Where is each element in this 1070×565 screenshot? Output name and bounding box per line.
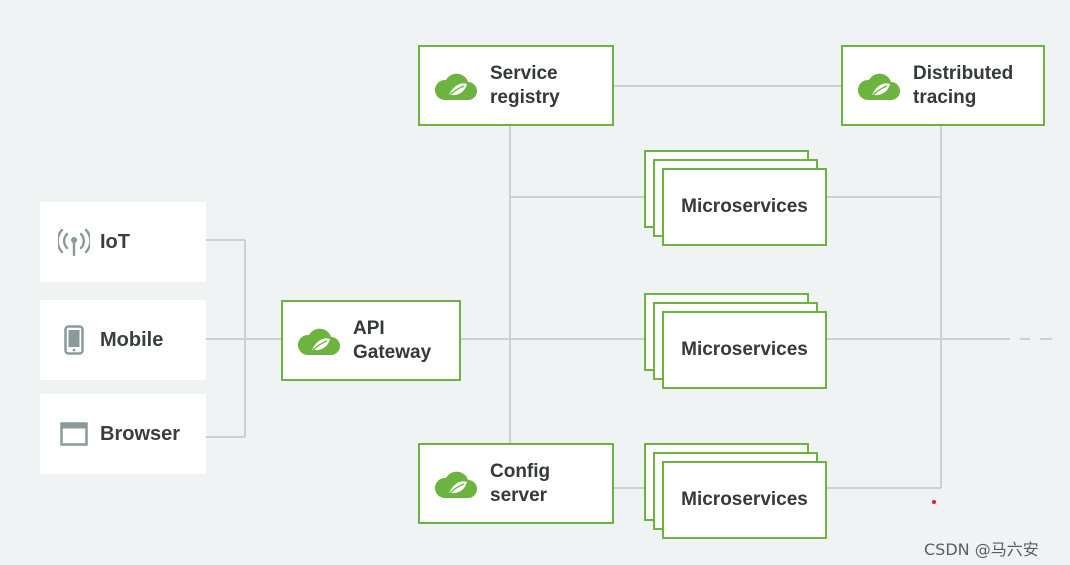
api-gateway-label: API Gateway (353, 317, 432, 363)
spring-cloud-icon (434, 468, 478, 500)
service-registry-label: Service registry (490, 62, 560, 108)
microservices-stack-middle: Microservices (644, 293, 829, 391)
client-iot: IoT (40, 202, 206, 282)
microservices-label: Microservices (681, 339, 808, 360)
spring-cloud-icon (434, 70, 478, 102)
red-dot-marker (932, 500, 936, 504)
spring-cloud-icon (297, 325, 341, 357)
service-registry-box: Service registry (418, 45, 614, 126)
watermark: CSDN @马六安 (924, 540, 1039, 559)
microservices-stack-bottom: Microservices (644, 443, 829, 541)
microservices-label: Microservices (681, 489, 808, 510)
antenna-icon (58, 226, 90, 258)
client-label-iot: IoT (100, 230, 130, 253)
spring-cloud-icon (857, 70, 901, 102)
api-gateway-box: API Gateway (281, 300, 461, 381)
microservices-stack-top: Microservices (644, 150, 829, 248)
mobile-phone-icon (58, 324, 90, 356)
browser-window-icon (58, 418, 90, 450)
distributed-tracing-label: Distributed tracing (913, 62, 1014, 108)
client-label-mobile: Mobile (100, 328, 164, 351)
microservices-label: Microservices (681, 196, 808, 217)
microservice-card-front: Microservices (662, 168, 827, 246)
client-mobile: Mobile (40, 300, 206, 380)
client-browser: Browser (40, 394, 206, 474)
client-label-browser: Browser (100, 422, 181, 445)
config-server-box: Config server (418, 443, 614, 524)
microservice-card-front: Microservices (662, 461, 827, 539)
config-server-label: Config server (490, 460, 551, 506)
microservice-card-front: Microservices (662, 311, 827, 389)
distributed-tracing-box: Distributed tracing (841, 45, 1045, 126)
